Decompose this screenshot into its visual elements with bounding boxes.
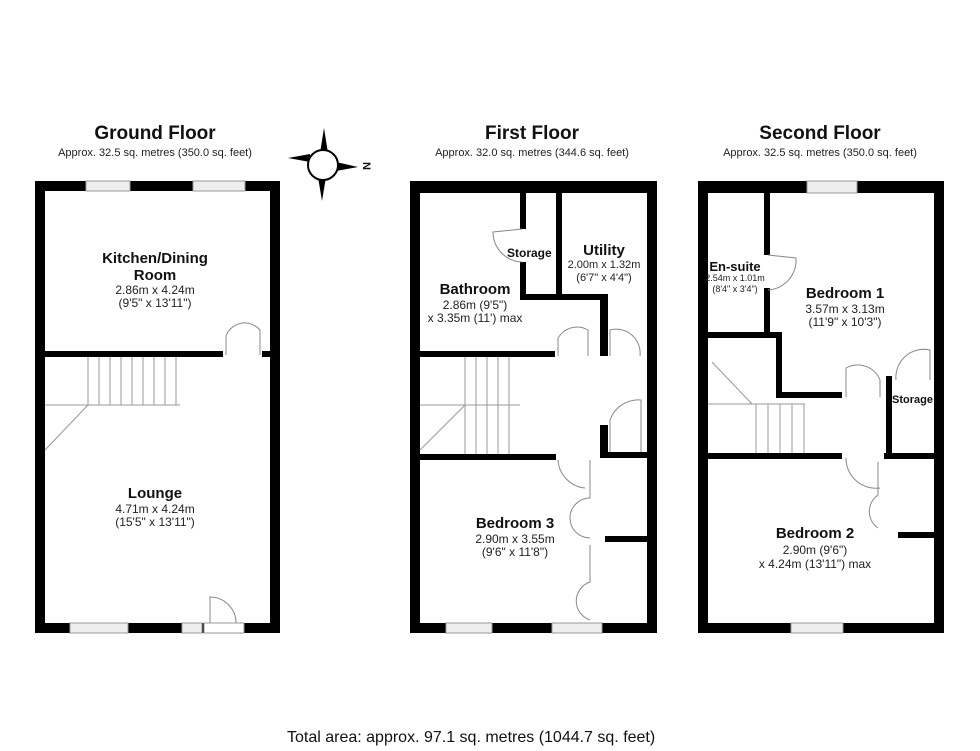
first-floor-area: Approx. 32.0 sq. metres (344.6 sq. feet) — [435, 147, 629, 159]
room-lounge-dim-ft: (15'5" x 13'11") — [115, 515, 195, 529]
room-lounge-name: Lounge — [127, 485, 183, 502]
room-kitchen-dim-ft: (9'5" x 13'11") — [118, 296, 192, 310]
second-floor-area: Approx. 32.5 sq. metres (350.0 sq. feet) — [723, 147, 917, 159]
second-floor-title: Second Floor — [759, 123, 881, 144]
room-bedroom1-dim-m: 3.57m x 3.13m — [805, 302, 885, 316]
first-floor-title: First Floor — [485, 123, 579, 144]
room-ensuite-dim-ft: (8'4" x 3'4") — [712, 284, 758, 294]
room-kitchen-dim-m: 2.86m x 4.24m — [115, 283, 195, 297]
room-kitchen-name: Kitchen/Dining — [102, 250, 208, 267]
room-bedroom2-dim-m: 2.90m (9'6") — [782, 543, 848, 557]
room-bedroom3-dim-ft: (9'6" x 11'8") — [481, 545, 549, 559]
room-utility-dim-ft: (6'7" x 4'4") — [576, 272, 632, 284]
room-utility-dim-m: 2.00m x 1.32m — [567, 259, 641, 271]
room-bedroom1-dim-ft: (11'9" x 10'3") — [808, 315, 882, 329]
room-bathroom-dim-ft: x 3.35m (11') max — [427, 311, 523, 325]
compass-north-label: N — [359, 162, 372, 170]
total-area: Total area: approx. 97.1 sq. metres (104… — [287, 729, 656, 746]
room-ensuite-dim-m: 2.54m x 1.01m — [705, 273, 765, 283]
room-bedroom2-dim-ft: x 4.24m (13'11") max — [758, 557, 872, 571]
room-bedroom3-dim-m: 2.90m x 3.55m — [475, 532, 555, 546]
first-floor-plan — [410, 181, 657, 634]
room-kitchen-name-line2: Room — [133, 267, 177, 284]
room-storage-2-name: Storage — [892, 394, 933, 406]
room-storage-1-name: Storage — [507, 246, 552, 260]
ground-floor-plan — [35, 180, 280, 634]
room-utility-name: Utility — [583, 242, 625, 259]
room-bedroom2-name: Bedroom 2 — [775, 525, 855, 542]
ground-floor-area: Approx. 32.5 sq. metres (350.0 sq. feet) — [58, 147, 252, 159]
room-bedroom1-name: Bedroom 1 — [805, 285, 885, 302]
ground-floor-title: Ground Floor — [94, 123, 216, 144]
compass-icon — [288, 128, 358, 201]
room-bathroom-dim-m: 2.86m (9'5") — [442, 298, 508, 312]
second-floor-plan — [698, 180, 944, 634]
room-bathroom-name: Bathroom — [439, 281, 511, 298]
room-bedroom3-name: Bedroom 3 — [475, 515, 555, 532]
room-ensuite-name: En-suite — [709, 259, 761, 274]
room-lounge-dim-m: 4.71m x 4.24m — [115, 502, 195, 516]
